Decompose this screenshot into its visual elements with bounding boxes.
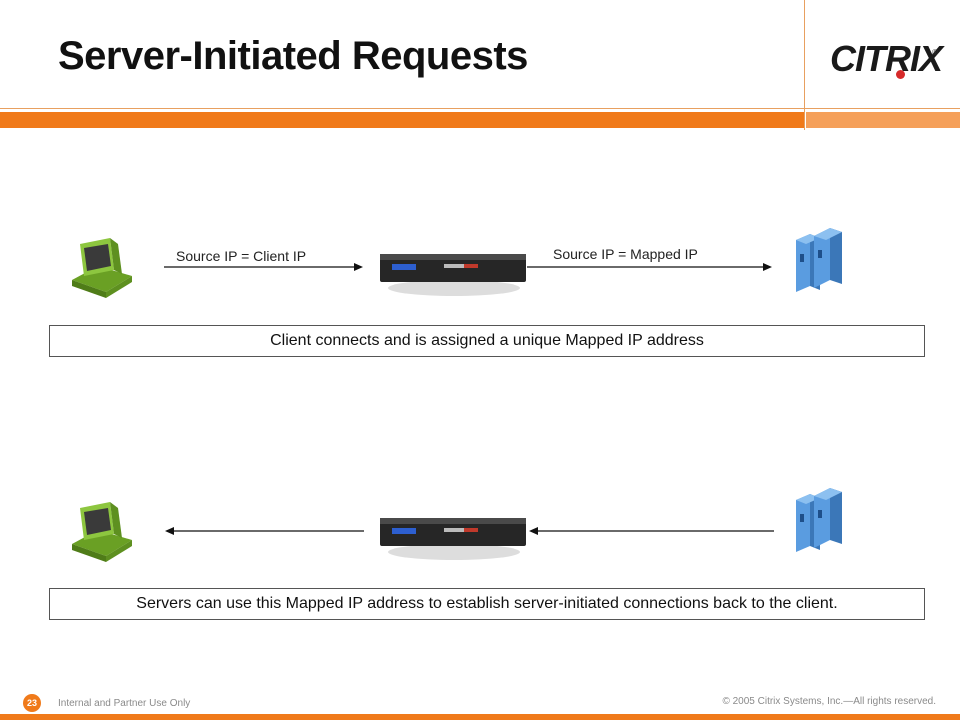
logo-registered-mark: ® (932, 48, 938, 57)
server-icon (796, 228, 842, 292)
citrix-logo: CITRIX (830, 38, 943, 79)
arrow-client-to-appliance (164, 263, 363, 271)
header-orange-bar (0, 112, 804, 128)
netscaler-appliance-icon (380, 518, 526, 560)
footer-copyright: © 2005 Citrix Systems, Inc.—All rights r… (722, 696, 936, 707)
server-icon (796, 488, 842, 552)
netscaler-appliance-icon (380, 254, 526, 296)
computer-icon (72, 502, 132, 562)
computer-icon (72, 238, 132, 298)
arrow-appliance-to-client (165, 527, 364, 535)
header-orange-bar-right (806, 112, 960, 128)
footer-orange-bar (0, 714, 960, 720)
caption-box-top: Client connects and is assigned a unique… (49, 325, 925, 357)
logo-divider (804, 0, 805, 130)
footer-classification: Internal and Partner Use Only (58, 698, 191, 709)
logo-dot-icon (896, 70, 905, 79)
header-rule (0, 108, 960, 109)
slide-title: Server-Initiated Requests (58, 34, 528, 78)
arrow-server-to-appliance (529, 527, 774, 535)
label-source-mapped-ip: Source IP = Mapped IP (553, 246, 698, 262)
label-source-client-ip: Source IP = Client IP (176, 248, 307, 264)
caption-box-bottom: Servers can use this Mapped IP address t… (49, 588, 925, 620)
arrow-appliance-to-server (527, 263, 772, 271)
page-number-badge: 23 (23, 694, 41, 712)
